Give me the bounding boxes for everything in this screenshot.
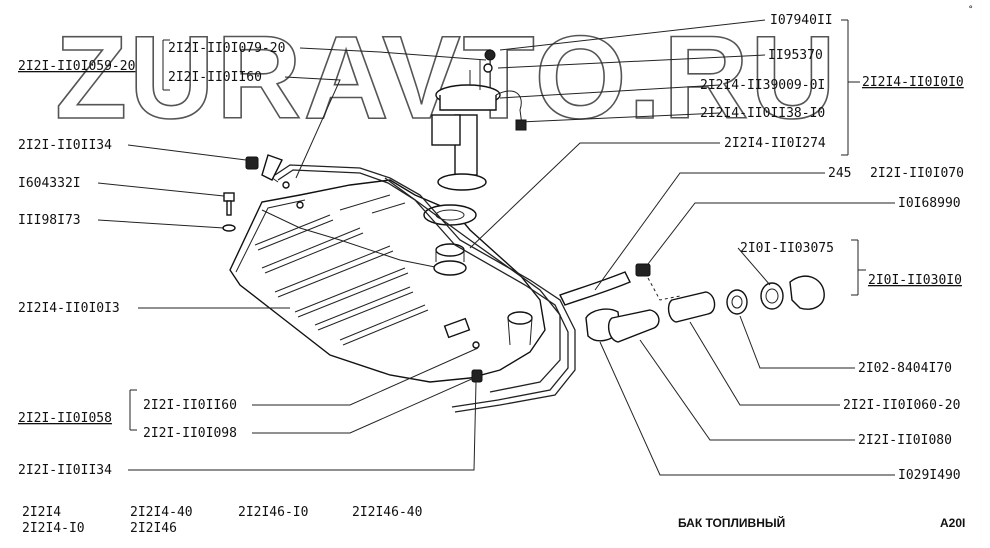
model-2: 2I2I4-I0 [22, 521, 85, 536]
label-r11: 2I2I-II0I080 [858, 433, 952, 448]
fuel-lines [261, 154, 576, 413]
label-l5: 2I2I-II0II34 [18, 463, 112, 478]
fuel-pump-module [431, 49, 527, 191]
leader-lines [97, 19, 895, 476]
label-r12: I029I490 [898, 468, 961, 483]
label-r8b: 2I0I-II030I0 [868, 273, 962, 288]
bolt [223, 192, 235, 216]
label-group2-a: 2I2I-II0II60 [143, 398, 237, 413]
label-r10: 2I2I-II0I060-20 [843, 398, 960, 413]
fuel-tank [229, 179, 546, 383]
model-1: 2I2I4 [22, 505, 61, 520]
label-l2: I604332I [18, 176, 81, 191]
model-4: 2I2I46 [130, 521, 177, 536]
clamp-small-left [245, 156, 259, 170]
label-r7: I0I68990 [898, 196, 961, 211]
label-r4: 2I2I4-II0II38-I0 [700, 106, 825, 121]
label-r1: I07940II [770, 13, 833, 28]
small-clip-bottom [471, 341, 483, 383]
label-r3b: 2I2I4-II0I0I0 [862, 75, 964, 90]
diagram-title: БАК ТОПЛИВНЫЙ [678, 515, 785, 530]
label-group2-b: 2I2I-II0I098 [143, 426, 237, 441]
label-l3: III98I73 [18, 213, 81, 228]
label-r2: II95370 [768, 48, 823, 63]
washer [222, 224, 236, 232]
label-group1: 2I2I-II0I059-20 [18, 59, 135, 74]
diagram-code: A20I [940, 516, 965, 530]
corner-mark: ° [968, 5, 973, 15]
label-r8: 2I0I-II03075 [740, 241, 834, 256]
label-l1: 2I2I-II0II34 [18, 138, 112, 153]
filler-hose-assembly [559, 263, 825, 343]
label-l4: 2I2I4-II0I0I3 [18, 301, 120, 316]
label-r9: 2I02-8404I70 [858, 361, 952, 376]
label-r6: 245 [828, 166, 851, 181]
label-r3: 2I2I4-II39009-0I [700, 78, 825, 93]
model-5: 2I2I46-I0 [238, 505, 308, 520]
label-group1-b: 2I2I-II0II60 [168, 70, 262, 85]
label-r5: 2I2I4-II0I274 [724, 136, 826, 151]
model-6: 2I2I46-40 [352, 505, 422, 520]
label-group2: 2I2I-II0I058 [18, 411, 112, 426]
label-group1-a: 2I2I-II0I079-20 [168, 41, 285, 56]
model-3: 2I2I4-40 [130, 505, 193, 520]
label-r6b: 2I2I-II0I070 [870, 166, 964, 181]
